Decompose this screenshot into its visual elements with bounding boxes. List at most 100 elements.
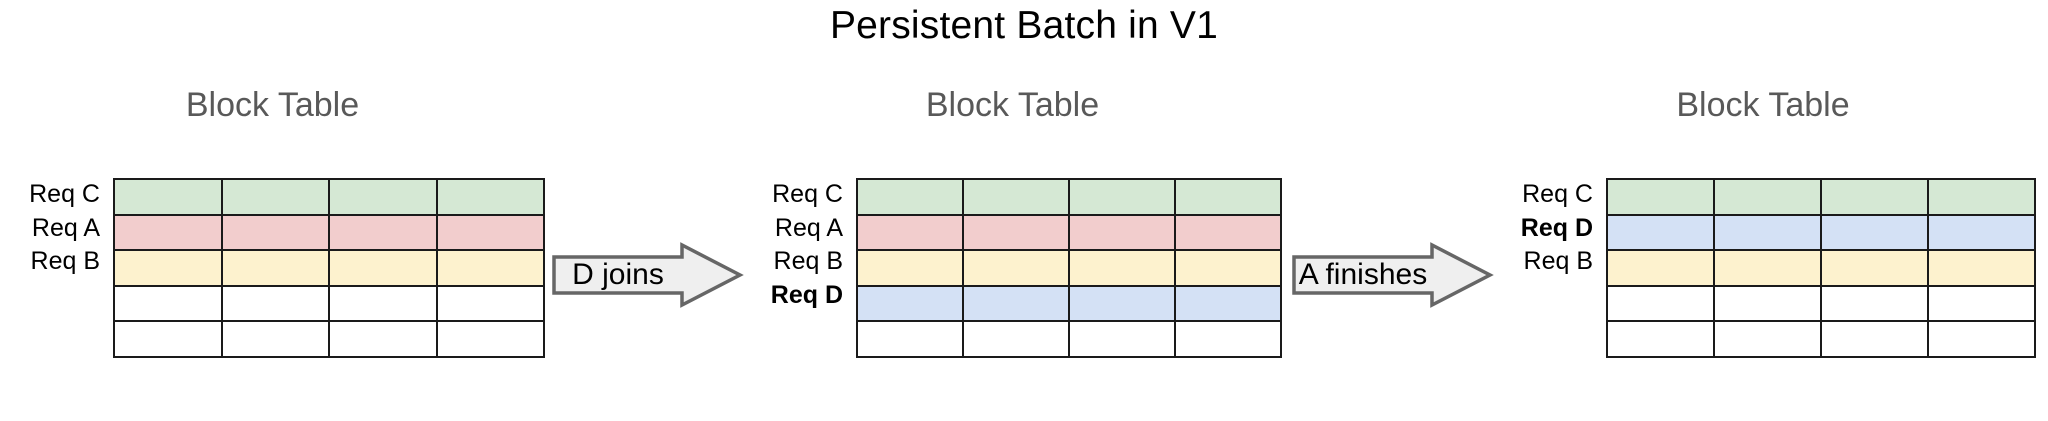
block-cell (328, 213, 438, 251)
block-cell (435, 249, 545, 287)
transition-arrow-d-joins: D joins (552, 242, 744, 308)
block-table-heading: Block Table (925, 86, 1100, 124)
block-arrow-icon (552, 242, 744, 308)
table-row (1606, 213, 2036, 251)
row-label-req-c: Req C (1522, 180, 1593, 208)
table-row (1606, 249, 2036, 287)
block-cell (328, 178, 438, 216)
table-row (113, 178, 545, 216)
block-cell (328, 249, 438, 287)
block-cell (220, 284, 330, 322)
table-row (856, 284, 1282, 322)
block-cell (1174, 178, 1282, 216)
table-row (1606, 284, 2036, 322)
row-label-req-b: Req B (773, 247, 843, 275)
block-cell (113, 213, 223, 251)
row-label-column: Req C Req A Req B (0, 178, 113, 346)
block-cell (1606, 320, 1715, 358)
block-table-grid (113, 178, 545, 358)
block-cell (1606, 249, 1715, 287)
block-cell (1713, 178, 1822, 216)
stage-after-d-joins: Block Table Req C Req A Req B Req D (743, 0, 1282, 421)
block-cell (328, 320, 438, 358)
table-row (856, 249, 1282, 287)
block-cell (856, 213, 964, 251)
block-cell (962, 178, 1070, 216)
block-cell (328, 284, 438, 322)
table-row (113, 320, 545, 358)
row-label-req-c: Req C (772, 180, 843, 208)
block-cell (1174, 249, 1282, 287)
table-row (113, 249, 545, 287)
table-row (1606, 178, 2036, 216)
row-label-req-a: Req A (31, 213, 100, 242)
table-row (113, 284, 545, 322)
block-table-heading: Block Table (1676, 86, 1850, 124)
block-cell (1174, 284, 1282, 322)
block-cell (1068, 320, 1176, 358)
block-cell (113, 284, 223, 322)
block-cell (435, 213, 545, 251)
block-cell (1174, 320, 1282, 358)
block-cell (1820, 213, 1929, 251)
table-row (1606, 320, 2036, 358)
row-label-req-d: Req D (1520, 213, 1593, 242)
row-label-req-c: Req C (29, 180, 100, 208)
block-cell (1927, 249, 2036, 287)
block-table-grid (1606, 178, 2036, 358)
row-label-req-a: Req A (774, 213, 843, 242)
stage-initial: Block Table Req C Req A Req B (0, 0, 545, 421)
table-row (856, 178, 1282, 216)
block-cell (1606, 284, 1715, 322)
block-cell (856, 178, 964, 216)
table-row (856, 320, 1282, 358)
stage-after-a-finishes: Block Table Req C Req D Req B (1490, 0, 2036, 421)
block-cell (1927, 320, 2036, 358)
block-cell (962, 213, 1070, 251)
block-cell (435, 284, 545, 322)
block-cell (1068, 284, 1176, 322)
block-cell (220, 178, 330, 216)
block-cell (856, 249, 964, 287)
block-arrow-icon (1292, 242, 1494, 308)
block-cell (1927, 213, 2036, 251)
block-table-heading: Block Table (185, 86, 360, 124)
block-cell (113, 320, 223, 358)
row-label-req-d: Req D (770, 280, 843, 309)
block-cell (1820, 249, 1929, 287)
block-cell (1068, 249, 1176, 287)
block-cell (113, 249, 223, 287)
block-cell (113, 178, 223, 216)
block-cell (1820, 178, 1929, 216)
block-cell (1068, 213, 1176, 251)
block-cell (1174, 213, 1282, 251)
block-cell (435, 320, 545, 358)
block-table-grid (856, 178, 1282, 358)
block-cell (962, 249, 1070, 287)
block-cell (1927, 178, 2036, 216)
table-row (856, 213, 1282, 251)
block-cell (1820, 320, 1929, 358)
block-cell (1927, 284, 2036, 322)
page-title: Persistent Batch in V1 (829, 4, 1219, 47)
block-cell (1606, 178, 1715, 216)
block-cell (1068, 178, 1176, 216)
row-label-req-b: Req B (1523, 247, 1593, 275)
block-cell (856, 320, 964, 358)
block-cell (435, 178, 545, 216)
block-cell (1713, 320, 1822, 358)
block-cell (1606, 213, 1715, 251)
row-label-column: Req C Req A Req B Req D (743, 178, 856, 346)
block-cell (1713, 284, 1822, 322)
block-cell (1713, 249, 1822, 287)
block-cell (220, 320, 330, 358)
transition-arrow-a-finishes: A finishes (1292, 242, 1494, 308)
block-cell (1820, 284, 1929, 322)
block-cell (1713, 213, 1822, 251)
row-label-req-b: Req B (30, 247, 100, 275)
block-cell (220, 249, 330, 287)
table-row (113, 213, 545, 251)
block-cell (962, 284, 1070, 322)
block-cell (220, 213, 330, 251)
